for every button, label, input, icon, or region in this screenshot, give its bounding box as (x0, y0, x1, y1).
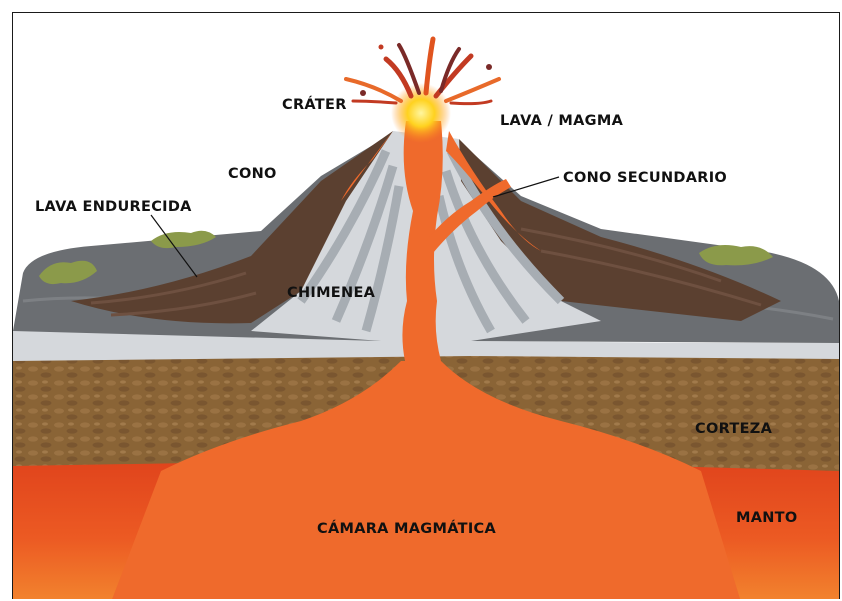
label-cono-secundario: CONO SECUNDARIO (563, 170, 727, 186)
label-cono: CONO (228, 166, 277, 182)
label-crater: CRÁTER (282, 96, 347, 113)
label-camara-magmatica: CÁMARA MAGMÁTICA (317, 520, 496, 537)
label-chimenea: CHIMENEA (287, 285, 376, 301)
label-manto: MANTO (736, 510, 798, 526)
label-lava-endurecida: LAVA ENDURECIDA (35, 199, 192, 215)
label-lava-magma: LAVA / MAGMA (500, 113, 624, 129)
label-corteza: CORTEZA (695, 421, 773, 437)
volcano-diagram-frame: CRÁTER LAVA / MAGMA CONO CONO SECUNDARIO… (12, 12, 840, 599)
volcano-diagram: CRÁTER LAVA / MAGMA CONO CONO SECUNDARIO… (13, 13, 840, 599)
